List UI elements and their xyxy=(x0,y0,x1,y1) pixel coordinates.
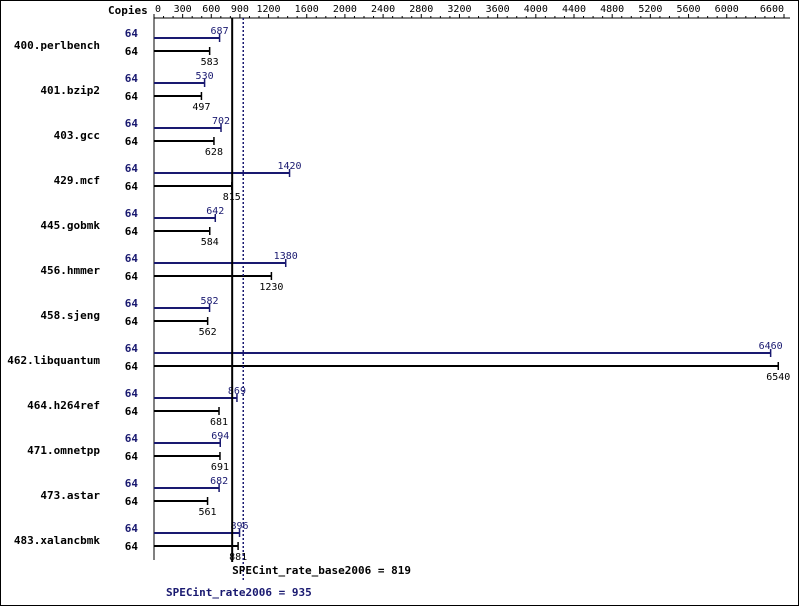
benchmark-label: 429.mcf xyxy=(54,174,100,187)
peak-copies-label: 64 xyxy=(125,432,139,445)
base-value-label: 584 xyxy=(201,237,219,248)
x-tick-label: 900 xyxy=(231,4,249,15)
x-tick-label: 6600 xyxy=(760,4,784,15)
benchmark-label: 473.astar xyxy=(40,489,100,502)
peak-copies-label: 64 xyxy=(125,342,139,355)
x-tick-label: 1600 xyxy=(295,4,319,15)
peak-copies-label: 64 xyxy=(125,297,139,310)
base-value-label: 691 xyxy=(211,462,229,473)
x-tick-label: 5600 xyxy=(676,4,700,15)
base-value-label: 628 xyxy=(205,147,223,158)
base-copies-label: 64 xyxy=(125,315,139,328)
peak-value-label: 1420 xyxy=(277,161,301,172)
benchmark-labels: 400.perlbench 401.bzip2 403.gcc 429.mcf 445.… xyxy=(7,39,100,547)
x-axis: 0 300 600 900 1200 1600 2000 2400 2800 3200 3600 40… xyxy=(153,4,790,560)
peak-copies-label: 64 xyxy=(125,162,139,175)
base-copies-label: 64 xyxy=(125,180,139,193)
base-copies-label: 64 xyxy=(125,450,139,463)
base-value-label: 562 xyxy=(199,327,217,338)
benchmark-label: 401.bzip2 xyxy=(40,84,100,97)
base-reference-label: SPECint_rate_base2006 = 819 xyxy=(232,564,411,577)
x-tick-label: 3200 xyxy=(447,4,471,15)
benchmark-label: 464.h264ref xyxy=(27,399,100,412)
peak-value-label: 869 xyxy=(228,386,246,397)
base-copies-label: 64 xyxy=(125,45,139,58)
x-tick-label: 600 xyxy=(202,4,220,15)
peak-value-label: 6460 xyxy=(759,341,783,352)
benchmark-label: 456.hmmer xyxy=(40,264,100,277)
peak-copies-label: 64 xyxy=(125,252,139,265)
base-value-label: 681 xyxy=(210,417,228,428)
bars: 6468764583645306449764702646286414206481… xyxy=(125,26,791,563)
peak-copies-label: 64 xyxy=(125,27,139,40)
base-copies-label: 64 xyxy=(125,495,139,508)
peak-copies-label: 64 xyxy=(125,207,139,220)
peak-value-label: 687 xyxy=(211,26,229,37)
x-tick-label: 6000 xyxy=(715,4,739,15)
base-value-label: 561 xyxy=(199,507,217,518)
x-tick-label: 1200 xyxy=(256,4,280,15)
base-copies-label: 64 xyxy=(125,360,139,373)
base-copies-label: 64 xyxy=(125,225,139,238)
x-tick-label: 300 xyxy=(174,4,192,15)
x-tick-label: 2000 xyxy=(333,4,357,15)
benchmark-label: 462.libquantum xyxy=(7,354,100,367)
base-copies-label: 64 xyxy=(125,270,139,283)
base-value-label: 6540 xyxy=(766,372,790,383)
base-copies-label: 64 xyxy=(125,135,139,148)
base-value-label: 1230 xyxy=(259,282,283,293)
x-tick-label: 3600 xyxy=(486,4,510,15)
benchmark-label: 458.sjeng xyxy=(40,309,100,322)
x-tick-label: 2400 xyxy=(371,4,395,15)
base-copies-label: 64 xyxy=(125,405,139,418)
reference-lines: SPECint_rate_base2006 = 819SPECint_rate2… xyxy=(166,18,411,599)
base-value-label: 583 xyxy=(201,57,219,68)
benchmark-label: 471.omnetpp xyxy=(27,444,100,457)
peak-copies-label: 64 xyxy=(125,72,139,85)
base-copies-label: 64 xyxy=(125,90,139,103)
x-tick-label: 4000 xyxy=(524,4,548,15)
base-value-label: 497 xyxy=(192,102,210,113)
peak-copies-label: 64 xyxy=(125,387,139,400)
peak-value-label: 642 xyxy=(206,206,224,217)
x-tick-label: 0 xyxy=(155,4,161,15)
peak-value-label: 682 xyxy=(210,476,228,487)
copies-header: Copies xyxy=(108,4,148,17)
peak-copies-label: 64 xyxy=(125,117,139,130)
benchmark-label: 400.perlbench xyxy=(14,39,100,52)
peak-copies-label: 64 xyxy=(125,522,139,535)
x-tick-label: 4400 xyxy=(562,4,586,15)
x-tick-label: 5200 xyxy=(638,4,662,15)
peak-value-label: 530 xyxy=(196,71,214,82)
peak-value-label: 896 xyxy=(230,521,248,532)
benchmark-label: 445.gobmk xyxy=(40,219,100,232)
x-tick-label: 2800 xyxy=(409,4,433,15)
base-copies-label: 64 xyxy=(125,540,139,553)
peak-value-label: 1380 xyxy=(274,251,298,262)
peak-value-label: 694 xyxy=(211,431,229,442)
peak-value-label: 582 xyxy=(201,296,219,307)
benchmark-label: 403.gcc xyxy=(54,129,100,142)
x-tick-label: 4800 xyxy=(600,4,624,15)
peak-reference-label: SPECint_rate2006 = 935 xyxy=(166,586,312,599)
peak-copies-label: 64 xyxy=(125,477,139,490)
base-value-label: 881 xyxy=(229,552,247,563)
benchmark-label: 483.xalancbmk xyxy=(14,534,100,547)
peak-value-label: 702 xyxy=(212,116,230,127)
